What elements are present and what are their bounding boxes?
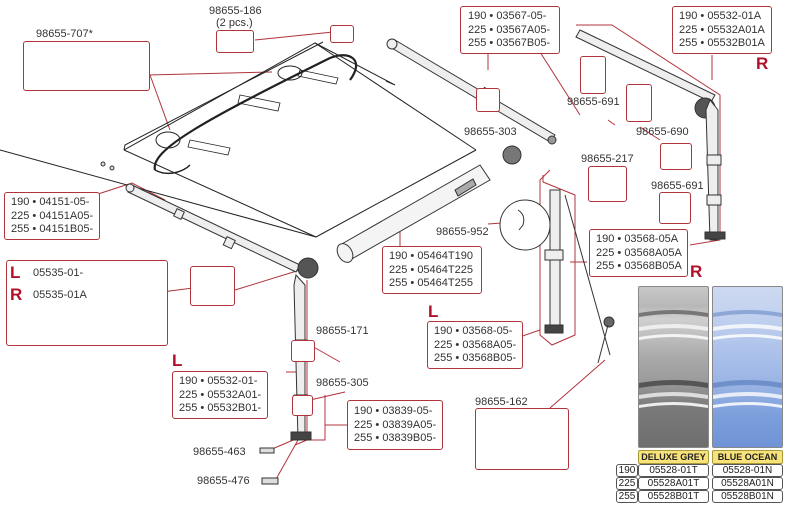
part-line: 190 • 03568-05- <box>434 325 513 337</box>
grey-part-cell: 05528B01T <box>638 490 709 503</box>
size-cell: 190 <box>616 464 638 477</box>
part-line: 190 • 03567-05- <box>468 10 547 22</box>
part-line: 225 • 05532A01- <box>179 388 262 401</box>
label-98655-303: 98655-303 <box>464 126 517 138</box>
side-marker-left-leg: L <box>428 302 439 321</box>
label-98655-305: 98655-305 <box>316 377 369 389</box>
callout-box-98655-186-b <box>330 25 354 43</box>
fabric-name-deluxe-grey: DELUXE GREY <box>638 450 709 464</box>
part-line: 255 • 03839B05- <box>354 432 437 444</box>
side-marker-right-arm: R <box>756 54 769 73</box>
partbox-front-bar: 190 • 03567-05- 225 • 03567A05- 255 • 03… <box>460 6 560 54</box>
swatch-stripes <box>639 310 708 408</box>
part-line: 255 • 05464T255 <box>389 277 473 289</box>
blue-part-cell: 05528A01N <box>712 477 783 490</box>
canopy-outline <box>0 41 477 238</box>
partbox-right-leg: 190 • 03568-05A 225 • 03568A05A 255 • 03… <box>589 229 688 277</box>
right-arm <box>575 29 726 241</box>
label-98655-162: 98655-162 <box>475 396 528 408</box>
partbox-left-leg: 190 • 03568-05- 225 • 03568A05- 255 • 03… <box>427 321 523 369</box>
fabric-name-blue-ocean: BLUE OCEAN <box>712 450 783 464</box>
partbox-left-profile: 190 • 04151-05- 225 • 04151A05- 255 • 04… <box>4 192 100 240</box>
label-98655-171: 98655-171 <box>316 325 369 337</box>
label-98655-476: 98655-476 <box>197 475 250 487</box>
part-line: 190 • 05464T190 <box>389 250 473 262</box>
part-line: 225 • 05464T225 <box>389 263 473 276</box>
end-cap-left-code: 05535-01- <box>33 267 84 279</box>
part-line: 225 • 03568A05- <box>434 338 517 351</box>
partbox-left-arm: 190 • 05532-01- 225 • 05532A01- 255 • 05… <box>172 371 268 419</box>
size-cell: 225 <box>616 477 638 490</box>
part-line: 225 • 03568A05A <box>596 246 682 259</box>
part-line: 255 • 03568B05- <box>434 352 517 364</box>
part-line: 225 • 03567A05- <box>468 23 551 36</box>
swatch-stripes <box>713 310 782 408</box>
label-98655-691b: 98655-691 <box>651 180 704 192</box>
roller-tube <box>336 145 522 263</box>
label-98655-463: 98655-463 <box>193 446 246 458</box>
blue-part-cell: 05528-01N <box>712 464 783 477</box>
grey-part-cell: 05528-01T <box>638 464 709 477</box>
label-98655-186-qty: (2 pcs.) <box>216 17 253 29</box>
callout-box-98655-690-b <box>660 143 692 170</box>
right-leg <box>499 189 615 364</box>
callout-box-98655-171 <box>291 340 315 362</box>
part-line: 225 • 05532A01A <box>679 23 765 36</box>
callout-box-98655-691b <box>659 192 691 224</box>
part-line: 255 • 05532B01A <box>679 37 765 49</box>
partbox-roller-tube: 190 • 05464T190 225 • 05464T225 255 • 05… <box>382 246 482 294</box>
label-98655-691a: 98655-691 <box>567 96 620 108</box>
label-98655-707: 98655-707* <box>36 28 93 40</box>
partbox-right-arm: 190 • 05532-01A 225 • 05532A01A 255 • 05… <box>672 6 772 54</box>
part-line: 255 • 03567B05- <box>468 37 551 49</box>
label-98655-186: 98655-186 <box>209 5 262 17</box>
grey-part-cell: 05528A01T <box>638 477 709 490</box>
callout-box-98655-690-a <box>626 84 652 122</box>
part-line: 190 • 03839-05- <box>354 405 433 417</box>
part-line: 255 • 03568B05A <box>596 260 682 272</box>
callout-box-98655-162 <box>475 408 569 470</box>
part-line: 255 • 04151B05- <box>11 223 94 235</box>
end-cap-right-code: 05535-01A <box>33 289 87 301</box>
part-line: 225 • 03839A05- <box>354 418 437 431</box>
label-98655-690: 98655-690 <box>636 126 689 138</box>
side-marker-end-cap-left: L <box>10 263 21 282</box>
callout-box-end-cap <box>190 266 235 306</box>
label-98655-952: 98655-952 <box>436 226 489 238</box>
partbox-end-caps: L 05535-01- R 05535-01A <box>6 260 168 346</box>
side-marker-left-arm: L <box>172 351 183 370</box>
part-line: 190 • 04151-05- <box>11 196 90 208</box>
callout-box-98655-217 <box>588 166 627 202</box>
blue-part-cell: 05528B01N <box>712 490 783 503</box>
side-marker-end-cap-right: R <box>10 285 23 304</box>
part-line: 190 • 05532-01A <box>679 10 762 22</box>
callout-box-98655-707 <box>23 41 150 91</box>
callout-box-98655-305 <box>292 395 313 416</box>
swatch-blue-ocean <box>712 286 783 448</box>
part-line: 190 • 03568-05A <box>596 233 679 245</box>
callout-box-98655-691a <box>580 56 606 94</box>
callout-box-98655-186 <box>216 30 254 53</box>
part-line: 225 • 04151A05- <box>11 209 94 222</box>
part-line: 190 • 05532-01- <box>179 375 258 387</box>
callout-box-98655-303 <box>476 88 500 112</box>
side-marker-right-leg: R <box>690 262 703 281</box>
swatch-deluxe-grey <box>638 286 709 448</box>
partbox-support-leg: 190 • 03839-05- 225 • 03839A05- 255 • 03… <box>347 400 443 450</box>
part-line: 255 • 05532B01- <box>179 402 262 414</box>
label-98655-217: 98655-217 <box>581 153 634 165</box>
size-cell: 255 <box>616 490 638 503</box>
